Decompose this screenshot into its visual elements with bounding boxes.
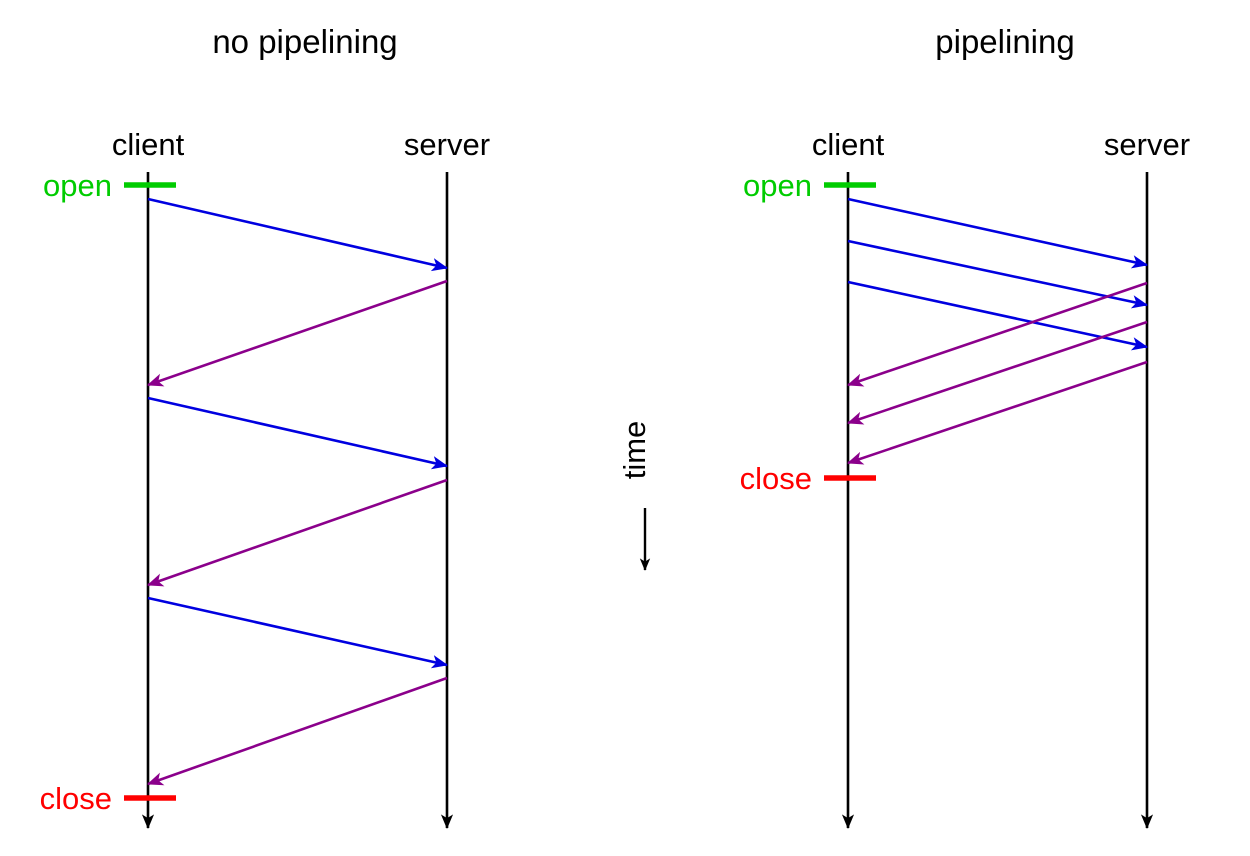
response-arrow-3-left xyxy=(146,676,448,786)
open-label-left: open xyxy=(43,168,112,203)
panel-no-pipelining: no pipelining client server open close xyxy=(40,23,490,829)
request-arrow-1-left xyxy=(147,197,449,272)
panel-title-no-pipelining: no pipelining xyxy=(212,23,397,60)
actor-label-server-right: server xyxy=(1104,127,1190,162)
response-arrow-2-left xyxy=(146,478,448,587)
response-arrow-1-right xyxy=(846,281,1148,387)
request-arrow-1-right xyxy=(847,197,1149,269)
close-label-left: close xyxy=(40,781,112,816)
request-arrow-2-left xyxy=(147,396,449,470)
actor-label-client-right: client xyxy=(812,127,885,162)
close-label-right: close xyxy=(740,461,812,496)
open-label-right: open xyxy=(743,168,812,203)
request-arrow-3-right xyxy=(847,280,1149,351)
time-axis-group: time xyxy=(617,421,652,571)
panel-pipelining: pipelining client server open close xyxy=(740,23,1190,829)
response-arrow-3-right xyxy=(846,360,1148,465)
panel-title-pipelining: pipelining xyxy=(935,23,1074,60)
request-arrow-3-left xyxy=(147,596,449,669)
actor-label-client-left: client xyxy=(112,127,185,162)
time-axis-label: time xyxy=(617,421,652,480)
response-arrow-1-left xyxy=(146,279,448,387)
request-arrow-2-right xyxy=(847,239,1149,309)
response-arrow-2-right xyxy=(846,320,1148,425)
actor-label-server-left: server xyxy=(404,127,490,162)
